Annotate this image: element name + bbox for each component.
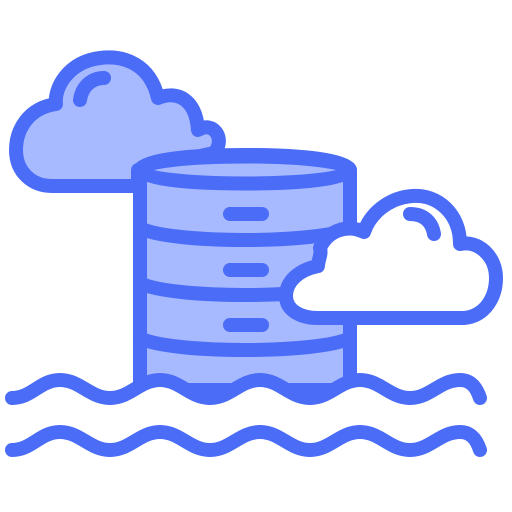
water-waves-icon bbox=[5, 373, 487, 500]
cloud-right-icon bbox=[279, 188, 503, 325]
database-icon bbox=[133, 148, 357, 397]
